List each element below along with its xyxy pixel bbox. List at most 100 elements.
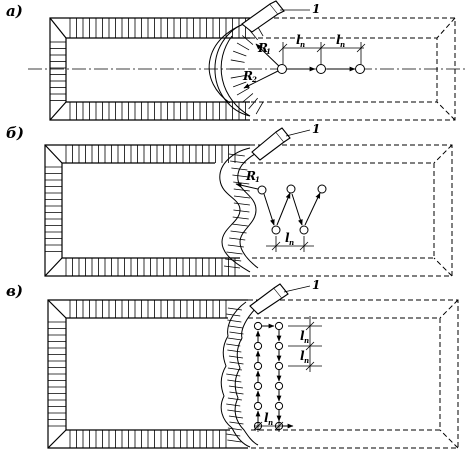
face-hatch-mark	[231, 223, 248, 227]
panel-c-point	[253, 321, 263, 331]
panel-c-solid-frame	[47, 299, 248, 449]
panel-c-dashed-frame	[248, 299, 459, 449]
face-hatch-mark	[227, 409, 242, 413]
panel-b-r-label: R	[245, 169, 256, 183]
panel-c-face-band	[220, 301, 259, 448]
panel-c-point	[274, 341, 284, 351]
panel-b: б) 1 R 1	[6, 122, 453, 277]
face-hatch-mark	[231, 167, 248, 171]
panel-c-point	[274, 361, 284, 371]
panel-b-path	[257, 184, 327, 235]
panel-a-label: а)	[6, 2, 23, 20]
face-hatch-mark	[228, 153, 245, 157]
face-hatch-mark	[226, 373, 241, 377]
panel-c-point	[274, 381, 284, 391]
panel-b-cutter	[251, 127, 291, 161]
panel-a-radius-r1	[255, 43, 283, 70]
panel-b-dimension	[266, 236, 314, 252]
face-hatch-mark	[227, 379, 242, 383]
face-hatch-mark	[233, 195, 251, 199]
panel-a-callout: 1	[312, 2, 320, 16]
panel-a-r1-label: R	[257, 41, 268, 55]
panel-b-dashed-frame	[250, 144, 453, 277]
face-hatch-mark	[228, 385, 243, 389]
panel-a-cutter	[241, 0, 285, 33]
face-hatch-mark	[230, 160, 247, 164]
panel-a-point-2	[316, 64, 326, 74]
panel-a-path	[277, 64, 365, 74]
face-hatch-mark	[227, 427, 242, 431]
face-hatch-mark	[232, 216, 249, 220]
panel-b-l-sub: п	[289, 238, 294, 247]
face-hatch-mark	[255, 101, 264, 115]
panel-a-dimension	[278, 42, 366, 64]
panel-b-l-label: l	[285, 231, 290, 245]
face-hatch-mark	[226, 403, 241, 407]
panel-c-point	[274, 401, 284, 411]
panel-b-solid-frame	[44, 144, 250, 277]
panel-b-point-1	[257, 185, 267, 195]
panel-c-cutter	[249, 283, 289, 315]
face-hatch-mark	[229, 391, 244, 395]
face-hatch-mark	[227, 439, 242, 443]
face-hatch-mark	[241, 93, 254, 103]
face-hatch-mark	[236, 42, 250, 51]
face-hatch-mark	[233, 209, 250, 213]
panel-c-point	[253, 381, 263, 391]
face-hatch-mark	[236, 87, 250, 96]
panel-a-l2-sub: п	[340, 40, 345, 49]
panel-b-point-2	[271, 225, 281, 235]
panel-a-radius-r2	[243, 68, 283, 89]
panel-a-hatching	[50, 18, 246, 120]
face-hatch-mark	[227, 349, 242, 353]
face-hatch-mark	[227, 244, 244, 248]
panel-c-l-right-top-sub: п	[304, 336, 309, 345]
face-hatch-mark	[229, 421, 244, 425]
panel-b-label: б)	[6, 124, 24, 142]
face-hatch-mark	[230, 59, 245, 63]
panel-b-callout-leader	[285, 129, 311, 137]
panel-a-r2-label: R	[242, 69, 253, 83]
face-hatch-mark	[227, 367, 242, 371]
face-hatch-mark	[227, 397, 242, 401]
face-hatch-mark	[226, 343, 241, 347]
panel-c-callout: 1	[312, 278, 320, 292]
panel-a-face-band	[208, 21, 251, 117]
panel-c-point	[253, 361, 263, 371]
face-hatch-mark	[226, 433, 241, 437]
panel-c-path	[253, 321, 294, 431]
face-hatch-mark	[232, 174, 249, 178]
panel-b-point-3	[286, 184, 296, 194]
face-hatch-mark	[233, 81, 247, 88]
face-hatch-mark	[241, 35, 254, 45]
face-hatch-mark	[230, 75, 245, 79]
panel-c-l-right-top-label: l	[300, 329, 305, 343]
face-hatch-mark	[225, 258, 242, 262]
panel-a-r1-sub: 1	[266, 47, 271, 56]
panel-b-r-sub: 1	[255, 175, 260, 184]
panel-b-point-5	[317, 184, 327, 194]
panel-c-l-bottom-sub: п	[268, 418, 273, 427]
face-hatch-mark	[226, 313, 241, 317]
panel-b-callout: 1	[312, 122, 320, 136]
panel-a-point-3	[355, 64, 365, 74]
face-hatch-mark	[228, 355, 243, 359]
panel-b-point-4	[299, 225, 309, 235]
panel-c-hatching	[48, 300, 227, 448]
panel-b-face-hatching	[223, 153, 251, 269]
panel-a-l2-label: l	[336, 33, 341, 47]
face-hatch-mark	[248, 97, 258, 110]
panel-b-hatching	[45, 145, 236, 276]
panel-c-point	[253, 341, 263, 351]
panel-c-point	[274, 321, 284, 331]
panel-c-point	[253, 401, 263, 411]
face-hatch-mark	[233, 188, 250, 192]
face-hatch-mark	[229, 331, 244, 335]
face-hatch-mark	[233, 50, 247, 57]
face-hatch-mark	[233, 202, 250, 206]
panel-c-label: в)	[6, 282, 23, 300]
panel-a-l1-sub: п	[300, 40, 305, 49]
face-hatch-mark	[229, 361, 244, 365]
panel-c: в) 1	[6, 278, 459, 449]
